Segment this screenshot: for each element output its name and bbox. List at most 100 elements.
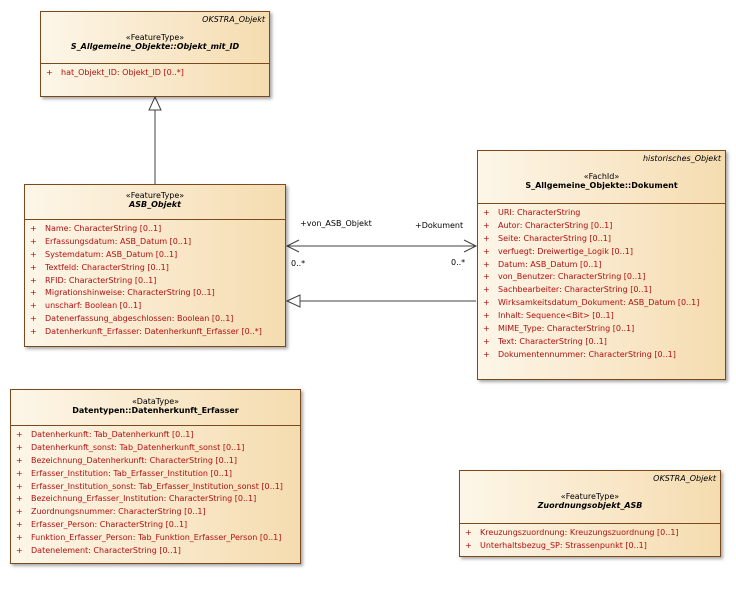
attribute-visibility: +	[30, 275, 37, 285]
attribute-text: Kreuzungszuordnung: Kreuzungszuordnung […	[480, 528, 679, 537]
attribute-visibility: +	[30, 236, 37, 246]
attribute-visibility: +	[483, 311, 490, 321]
attribute-visibility: +	[30, 249, 37, 259]
attribute-visibility: +	[483, 324, 490, 334]
attribute-row[interactable]: +Sachbearbeiter: CharacterString [0..1]	[478, 284, 725, 297]
attribute-visibility: +	[483, 246, 490, 256]
attribute-visibility: +	[465, 528, 472, 537]
attribute-visibility: +	[16, 507, 23, 517]
attribute-list: +Name: CharacterString [0..1]+Erfassungs…	[25, 220, 285, 339]
attribute-row[interactable]: + Datum: ASB_Datum [0..1]	[478, 259, 725, 272]
attribute-row[interactable]: + Datenherkunft_Erfasser: Datenherkunft_E…	[25, 326, 285, 339]
attribute-visibility: +	[483, 336, 490, 346]
attribute-row[interactable]: +Datenherkunft: Tab_Datenherkunft [0..1]	[11, 429, 300, 442]
attribute-row[interactable]: + Text: CharacterString [0..1]	[478, 336, 725, 349]
attribute-text: von_Benutzer: CharacterString [0..1]	[498, 272, 646, 282]
attribute-visibility: +	[16, 481, 23, 491]
attribute-visibility: +	[465, 540, 472, 550]
attribute-row[interactable]: +Unterhaltsbezug_SP: Strassenpunkt [0..1…	[460, 540, 720, 553]
attribute-row[interactable]: + RFID: CharacterString [0..1]	[25, 275, 285, 288]
attribute-list: +hat_Objekt_ID: Objekt_ID [0..*]	[41, 64, 269, 80]
attribute-row[interactable]: +Funktion_Erfasser_Person: Tab_Funktion_…	[11, 532, 300, 545]
class-name: Zuordnungsobjekt_ASB	[537, 501, 643, 510]
attribute-row[interactable]: +unscharf: Boolean [0..1]	[25, 300, 285, 313]
attribute-row[interactable]: +Bezeichnung_Erfasser_Institution: Chara…	[11, 493, 300, 506]
attribute-row[interactable]: +Bezeichnung_Datenherkunft: CharacterStr…	[11, 455, 300, 468]
attribute-list: + Kreuzungszuordnung: Kreuzungszuordnung …	[460, 524, 720, 553]
attribute-row[interactable]: +Migrationshinweise: CharacterString [0.…	[25, 287, 285, 300]
class-dokument[interactable]: historisches_Objekt «FachId» S_Allgemein…	[477, 150, 726, 380]
attribute-text: Datenherkunft_Erfasser: Datenherkunft_Er…	[45, 327, 262, 337]
class-zuordnungsobjekt-asb[interactable]: OKSTRA_Objekt «FeatureType» Zuordnungsob…	[459, 470, 721, 557]
attribute-text: Datenerfassung_abgeschlossen: Boolean [0…	[45, 314, 234, 324]
attribute-row[interactable]: +Name: CharacterString [0..1]	[25, 223, 285, 236]
class-stereotype: «FeatureType»	[560, 492, 620, 501]
attribute-visibility: +	[483, 220, 490, 230]
attribute-visibility: +	[30, 327, 37, 337]
attribute-row[interactable]: +Systemdatum: ASB_Datum [0..1]	[25, 249, 285, 262]
association-multiplicity-left: 0..*	[291, 259, 306, 268]
class-objekt-mit-id[interactable]: OKSTRA_Objekt «FeatureType» S_Allgemeine…	[40, 11, 270, 97]
attribute-row[interactable]: + Dokumentennummer: CharacterString [0..1…	[478, 349, 725, 362]
attribute-text: Wirksamkeitsdatum_Dokument: ASB_Datum [0…	[498, 298, 700, 308]
attribute-text: RFID: CharacterString [0..1]	[45, 275, 157, 285]
attribute-text: Dokumentennummer: CharacterString [0..1]	[498, 349, 676, 359]
attribute-row[interactable]: + Zuordnungsnummer: CharacterString [0..1…	[11, 506, 300, 519]
attribute-text: Zuordnungsnummer: CharacterString [0..1]	[31, 507, 206, 517]
class-tag: historisches_Objekt	[642, 154, 721, 163]
attribute-text: Datenherkunft_sonst: Tab_Datenherkunft_s…	[31, 442, 245, 452]
attribute-text: Datum: ASB_Datum [0..1]	[498, 259, 602, 269]
attribute-text: Textfeld: CharacterString [0..1]	[45, 262, 169, 272]
attribute-visibility: +	[30, 314, 37, 324]
class-header: OKSTRA_Objekt «FeatureType» Zuordnungsob…	[460, 471, 720, 524]
attribute-row[interactable]: + Erfassungsdatum: ASB_Datum [0..1]	[25, 236, 285, 249]
attribute-text: Erfasser_Person: CharacterString [0..1]	[31, 520, 188, 530]
attribute-row[interactable]: + Datenerfassung_abgeschlossen: Boolean […	[25, 313, 285, 326]
attribute-row[interactable]: +Seite: CharacterString [0..1]	[478, 233, 725, 246]
class-stereotype: «FeatureType»	[125, 33, 185, 42]
attribute-text: unscharf: Boolean [0..1]	[45, 301, 142, 311]
attribute-row[interactable]: +Datenelement: CharacterString [0..1]	[11, 545, 300, 558]
class-datenherkunft-erfasser[interactable]: «DataType» Datentypen::Datenherkunft_Erf…	[10, 389, 301, 564]
class-tag: OKSTRA_Objekt	[653, 474, 716, 483]
attribute-visibility: +	[483, 208, 490, 217]
attribute-row[interactable]: +hat_Objekt_ID: Objekt_ID [0..*]	[41, 67, 269, 80]
class-stereotype: «DataType»	[131, 397, 180, 406]
attribute-visibility: +	[483, 349, 490, 359]
attribute-row[interactable]: + Kreuzungszuordnung: Kreuzungszuordnung …	[460, 527, 720, 540]
attribute-visibility: +	[16, 468, 23, 478]
attribute-row[interactable]: +URI: CharacterString	[478, 207, 725, 220]
class-header: «DataType» Datentypen::Datenherkunft_Erf…	[11, 390, 300, 426]
attribute-visibility: +	[16, 533, 23, 543]
attribute-row[interactable]: + verfuegt: Dreiwertige_Logik [0..1]	[478, 246, 725, 259]
attribute-text: Erfasser_Institution_sonst: Tab_Erfasser…	[31, 481, 283, 491]
association-multiplicity-right: 0..*	[451, 258, 466, 267]
attribute-row[interactable]: +Datenherkunft_sonst: Tab_Datenherkunft_…	[11, 442, 300, 455]
attribute-text: Bezeichnung_Datenherkunft: CharacterStri…	[31, 455, 237, 465]
association-role-left: +von_ASB_Objekt	[300, 219, 372, 228]
attribute-row[interactable]: +Autor: CharacterString [0..1]	[478, 220, 725, 233]
attribute-text: verfuegt: Dreiwertige_Logik [0..1]	[498, 246, 633, 256]
attribute-visibility: +	[16, 494, 23, 504]
attribute-row[interactable]: + von_Benutzer: CharacterString [0..1]	[478, 271, 725, 284]
attribute-text: Text: CharacterString [0..1]	[498, 336, 607, 346]
attribute-row[interactable]: +Erfasser_Institution: Tab_Erfasser_Inst…	[11, 468, 300, 481]
attribute-visibility: +	[16, 520, 23, 530]
attribute-row[interactable]: +Textfeld: CharacterString [0..1]	[25, 262, 285, 275]
attribute-visibility: +	[483, 259, 490, 269]
class-stereotype: «FachId»	[583, 172, 620, 181]
attribute-row[interactable]: +Inhalt: Sequence<Bit> [0..1]	[478, 310, 725, 323]
class-name: ASB_Objekt	[129, 200, 181, 209]
attribute-row[interactable]: +Wirksamkeitsdatum_Dokument: ASB_Datum […	[478, 297, 725, 310]
attribute-text: Erfassungsdatum: ASB_Datum [0..1]	[45, 236, 192, 246]
attribute-visibility: +	[16, 430, 23, 439]
attribute-row[interactable]: + Erfasser_Person: CharacterString [0..1]	[11, 519, 300, 532]
attribute-row[interactable]: +MIME_Type: CharacterString [0..1]	[478, 323, 725, 336]
attribute-visibility: +	[483, 272, 490, 282]
attribute-row[interactable]: + Erfasser_Institution_sonst: Tab_Erfasse…	[11, 481, 300, 494]
attribute-visibility: +	[46, 68, 53, 77]
attribute-list: +Datenherkunft: Tab_Datenherkunft [0..1]…	[11, 426, 300, 558]
class-tag: OKSTRA_Objekt	[202, 15, 265, 24]
class-asb-objekt[interactable]: «FeatureType» ASB_Objekt +Name: Characte…	[24, 184, 286, 347]
class-name: S_Allgemeine_Objekte::Objekt_mit_ID	[70, 42, 240, 51]
